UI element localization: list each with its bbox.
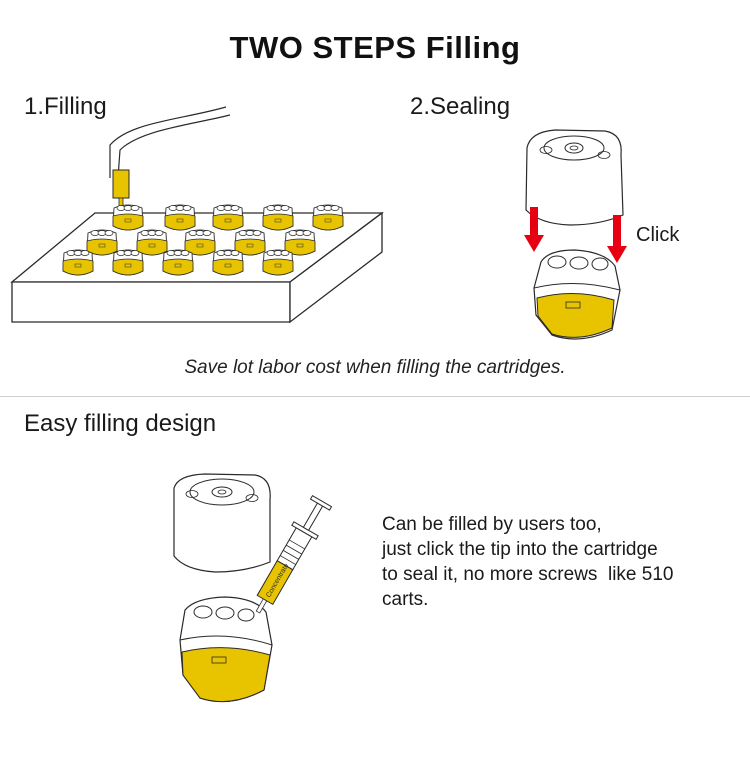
cartridge-pod bbox=[262, 204, 294, 231]
description-line: carts. bbox=[382, 589, 429, 610]
cartridge-pod bbox=[112, 204, 144, 231]
arrow-down-icon bbox=[524, 207, 544, 252]
filling-tray-illustration bbox=[10, 106, 384, 324]
step2-label: 2.Sealing bbox=[410, 93, 511, 120]
cartridge-pod bbox=[62, 249, 94, 276]
section-divider bbox=[0, 396, 750, 397]
description-line: just click the tip into the cartridge bbox=[382, 539, 658, 560]
description-line: Can be filled by users too, bbox=[382, 514, 602, 535]
cartridge-pod bbox=[212, 249, 244, 276]
click-label: Click bbox=[636, 224, 680, 246]
arrow-down-icon bbox=[607, 215, 627, 263]
caption: Save lot labor cost when filling the car… bbox=[184, 357, 566, 378]
sealing-illustration bbox=[524, 129, 627, 340]
cartridge-pod bbox=[136, 229, 168, 256]
page-title: TWO STEPS Filling bbox=[229, 30, 521, 65]
cartridge-pod bbox=[262, 249, 294, 276]
description: Can be filled by users too, just click t… bbox=[382, 512, 673, 612]
cartridge-pod bbox=[162, 249, 194, 276]
cartridge-pod bbox=[234, 229, 266, 256]
cartridge-pod bbox=[112, 249, 144, 276]
step1-label: 1.Filling bbox=[24, 93, 107, 120]
cartridge-pod bbox=[86, 229, 118, 256]
section-heading: Easy filling design bbox=[24, 410, 217, 437]
cartridge-pod bbox=[312, 204, 344, 231]
cartridge-pod bbox=[212, 204, 244, 231]
description-line: to seal it, no more screws like 510 bbox=[382, 564, 674, 585]
cartridge-pod bbox=[164, 204, 196, 231]
